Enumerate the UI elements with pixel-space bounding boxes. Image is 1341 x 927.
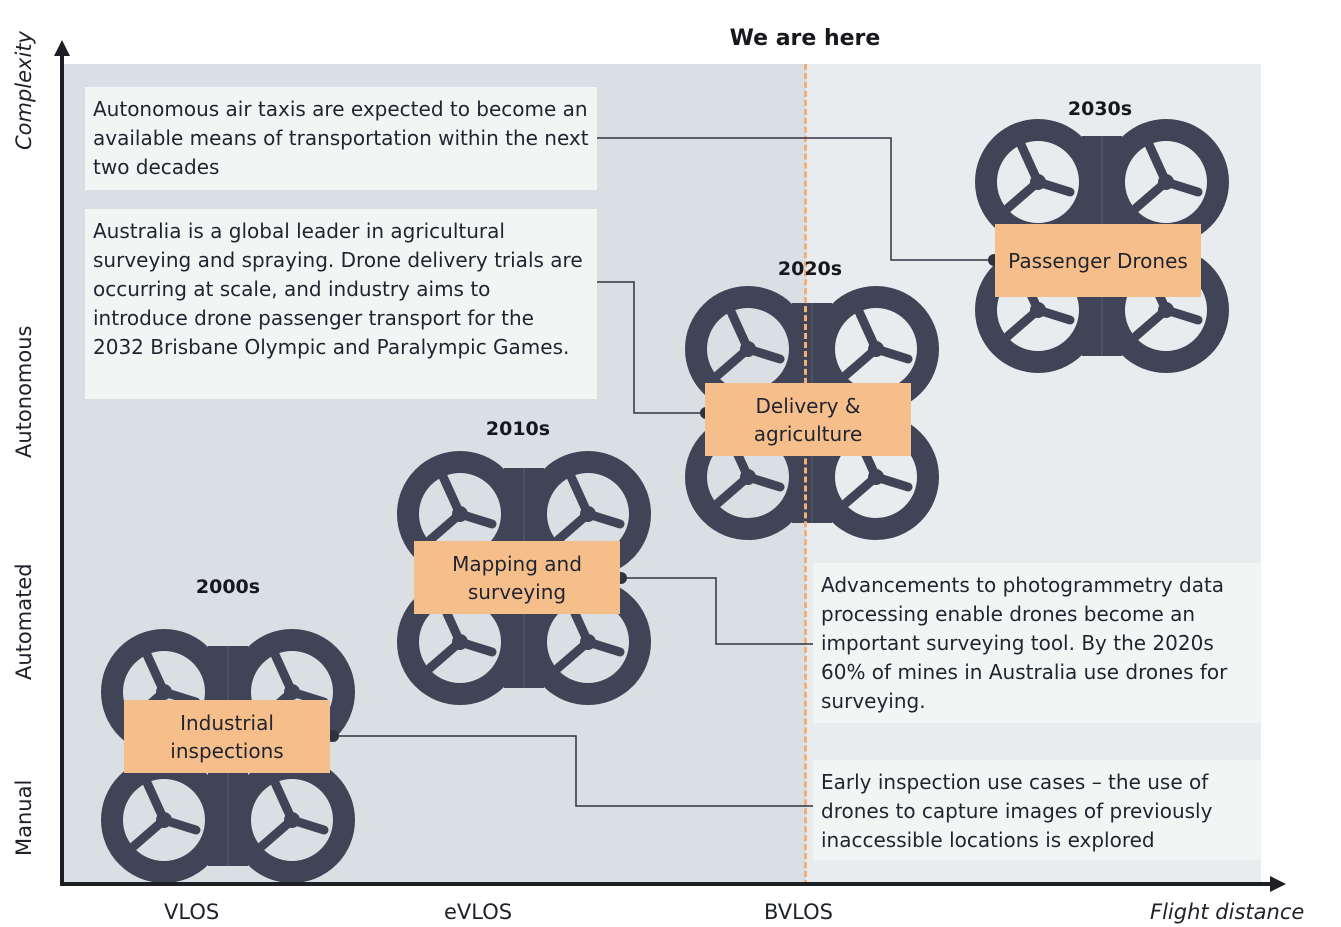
drone-rotor-hub: [156, 812, 172, 828]
drone-rotor-hub: [284, 684, 300, 700]
x-tick-evlos: eVLOS: [444, 900, 513, 924]
callout-agriculture-delivery: Australia is a global leader in agricult…: [85, 209, 597, 399]
era-label-2020s: 2020s: [777, 258, 843, 280]
connector-mapping: [621, 577, 813, 645]
drone-rotor-hub: [740, 469, 756, 485]
stage-label-passenger-drones: Passenger Drones: [995, 224, 1201, 297]
drone-rotor-hub: [284, 812, 300, 828]
callout-air-taxis: Autonomous air taxis are expected to bec…: [85, 87, 597, 190]
drone-propeller-blade: [139, 771, 169, 825]
stage-label-mapping-surveying: Mapping and surveying: [414, 541, 620, 614]
drone-rotor-hub: [740, 341, 756, 357]
drone-propeller-blade: [851, 300, 881, 354]
drone-propeller-blade: [267, 771, 297, 825]
connector-delivery: [597, 281, 706, 414]
drone-rotor-hub: [452, 506, 468, 522]
drone-propeller-blade: [139, 643, 169, 697]
y-axis-arrow-icon: [54, 40, 70, 56]
y-axis: [60, 52, 64, 886]
current-position-marker-line: [804, 64, 807, 886]
drone-rotor-hub: [580, 506, 596, 522]
drone-propeller-blade: [563, 465, 593, 519]
drone-propeller-blade: [1141, 133, 1171, 187]
drone-rotor-hub: [452, 634, 468, 650]
current-position-label: We are here: [729, 26, 881, 51]
connector-inspection: [333, 735, 813, 807]
drone-propeller-blade: [1013, 133, 1043, 187]
x-tick-bvlos: BVLOS: [764, 900, 833, 924]
x-axis-title: Flight distance: [1150, 900, 1305, 924]
drone-rotor-hub: [868, 341, 884, 357]
drone-rotor-hub: [868, 469, 884, 485]
drone-propeller-blade: [435, 465, 465, 519]
era-label-2000s: 2000s: [195, 576, 261, 598]
connector-dot-inspection: [327, 730, 339, 742]
drone-rotor-hub: [1158, 174, 1174, 190]
era-label-2010s: 2010s: [485, 418, 551, 440]
x-tick-vlos: VLOS: [164, 900, 220, 924]
callout-photogrammetry: Advancements to photogrammetry data proc…: [813, 563, 1261, 723]
drone-propeller-blade: [267, 643, 297, 697]
connector-passenger: [597, 137, 994, 261]
drone-rotor-hub: [156, 684, 172, 700]
drone-rotor-hub: [580, 634, 596, 650]
callout-early-inspection: Early inspection use cases – the use of …: [813, 760, 1261, 860]
stage-label-industrial-inspections: Industrial inspections: [124, 700, 330, 773]
drone-propeller-blade: [723, 300, 753, 354]
era-label-2030s: 2030s: [1067, 98, 1133, 120]
x-axis: [60, 882, 1275, 886]
drone-rotor-hub: [1030, 302, 1046, 318]
x-axis-arrow-icon: [1270, 876, 1286, 892]
drone-rotor-hub: [1158, 302, 1174, 318]
drone-rotor-hub: [1030, 174, 1046, 190]
stage-label-delivery-agriculture: Delivery & agriculture: [705, 383, 911, 456]
